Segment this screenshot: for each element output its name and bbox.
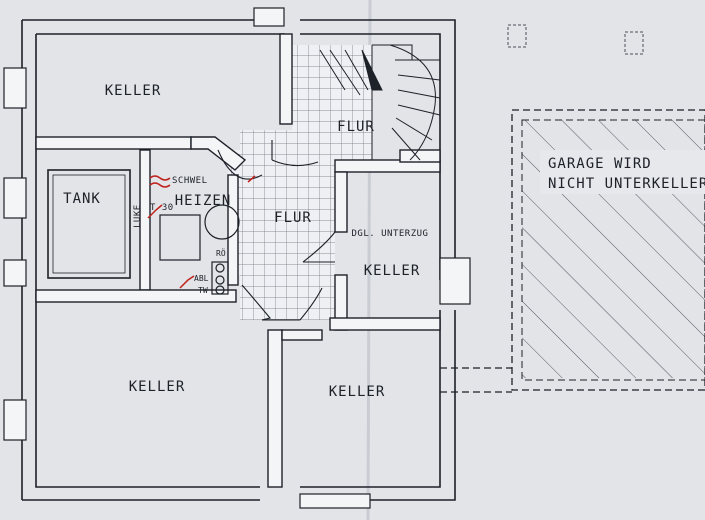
doors [217, 140, 336, 321]
interior-walls [35, 33, 441, 488]
annotation-abl: ABL [194, 274, 209, 283]
room-label-flur-top: FLUR [337, 119, 375, 135]
garage-area [440, 109, 705, 393]
room-label-heizen: HEIZEN [175, 193, 232, 209]
room-label-keller-sw: KELLER [129, 379, 186, 395]
tank-inner [52, 174, 126, 274]
room-label-flur-center: FLUR [274, 210, 312, 226]
room-label-keller-south: KELLER [329, 384, 386, 400]
heating-equipment [159, 204, 240, 295]
garage-label-line1: GARAGE WIRD [548, 156, 652, 172]
tank-outline [47, 169, 131, 279]
annotation-luke: LUKE [133, 204, 143, 228]
red-marks [147, 175, 256, 289]
annotation-schwel: SCHWEL [172, 176, 208, 186]
room-label-keller-east: KELLER [364, 263, 421, 279]
annotation-tw: TW [198, 286, 208, 295]
annotation-ro: RÖ [216, 248, 226, 258]
windows [3, 7, 471, 509]
annotation-unterzug: DGL. UNTERZUG [352, 229, 429, 239]
staircase [319, 44, 441, 161]
annotation-t30: T 30 [150, 203, 174, 213]
room-label-tank: TANK [63, 191, 101, 207]
room-label-keller-nw: KELLER [105, 83, 162, 99]
garage-label-line2: NICHT UNTERKELLERT [548, 176, 705, 192]
